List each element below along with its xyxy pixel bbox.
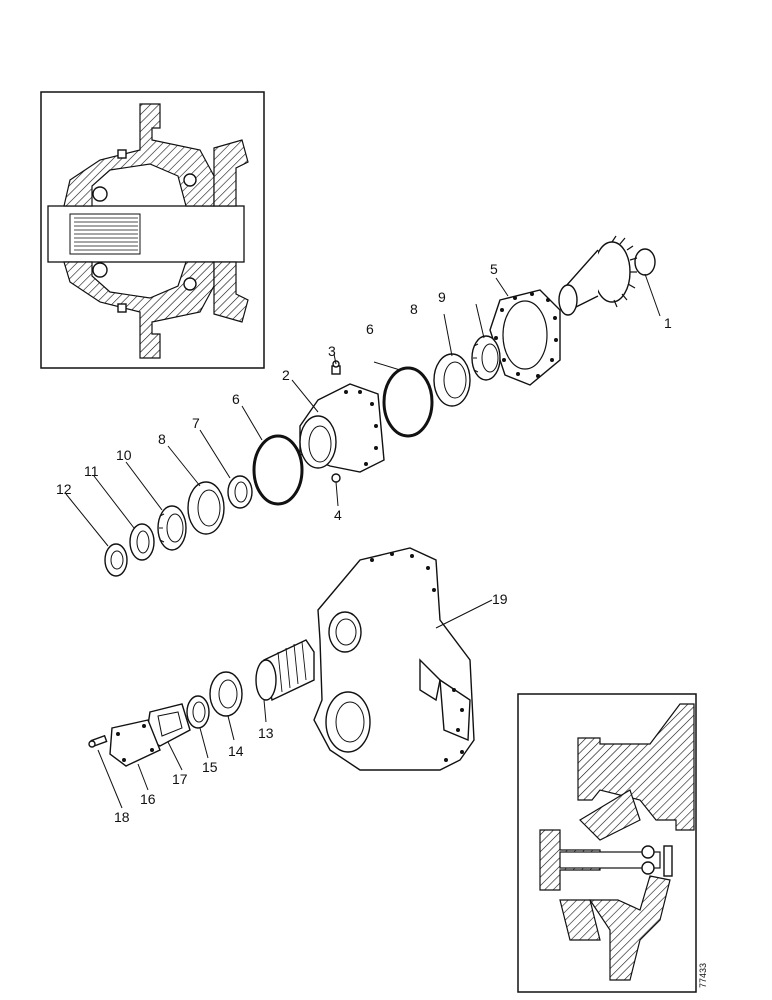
part-14-bearing [209, 671, 243, 717]
part-2-hub-carrier [299, 383, 385, 473]
part-18-bolt [88, 734, 108, 748]
callout-12: 12 [56, 481, 72, 497]
part-13-pinion-shaft [255, 639, 315, 702]
part-6-o-ring-lower [252, 434, 304, 506]
callout-1: 1 [664, 315, 672, 331]
part-1-plug [634, 248, 656, 276]
part-10-bearing-cone [157, 505, 187, 551]
callout-8-upper: 8 [410, 301, 418, 317]
callout-15: 15 [202, 759, 218, 775]
callout-3: 3 [328, 343, 336, 359]
callout-4: 4 [334, 507, 342, 523]
callout-18: 18 [114, 809, 130, 825]
callout-9: 9 [438, 289, 446, 305]
part-8-bearing-cup-upper [433, 353, 471, 407]
part-6-o-ring-upper [382, 366, 434, 438]
callout-2: 2 [282, 367, 290, 383]
part-8-bearing-cup-lower [187, 481, 225, 535]
inset-housing-section: 77433 [517, 693, 708, 993]
callout-19: 19 [492, 591, 508, 607]
part-15-seal [186, 695, 210, 729]
inset-hub-section [40, 91, 265, 369]
part-5-gasket [489, 289, 561, 386]
part-4-plug [331, 473, 341, 483]
callout-labels: 1 5 9 8 6 3 2 4 6 7 8 10 11 12 19 13 14 … [56, 261, 672, 825]
drawing-ref: 77433 [698, 963, 708, 988]
part-16-cover-plate [109, 719, 161, 767]
callout-13: 13 [258, 725, 274, 741]
callout-7: 7 [192, 415, 200, 431]
callout-16: 16 [140, 791, 156, 807]
part-11-washer [129, 523, 155, 561]
leader-lines [65, 273, 661, 809]
part-19-axle-housing [313, 547, 475, 771]
callout-8-lower: 8 [158, 431, 166, 447]
callout-6-upper: 6 [366, 321, 374, 337]
part-12-nut [104, 543, 128, 577]
part-9-bearing-cone [471, 335, 501, 381]
callout-6-lower: 6 [232, 391, 240, 407]
stub-axle-gear [558, 235, 638, 316]
callout-17: 17 [172, 771, 188, 787]
callout-10: 10 [116, 447, 132, 463]
part-7-spacer [227, 475, 253, 509]
callout-14: 14 [228, 743, 244, 759]
callout-11: 11 [84, 463, 99, 479]
callout-5: 5 [490, 261, 498, 277]
